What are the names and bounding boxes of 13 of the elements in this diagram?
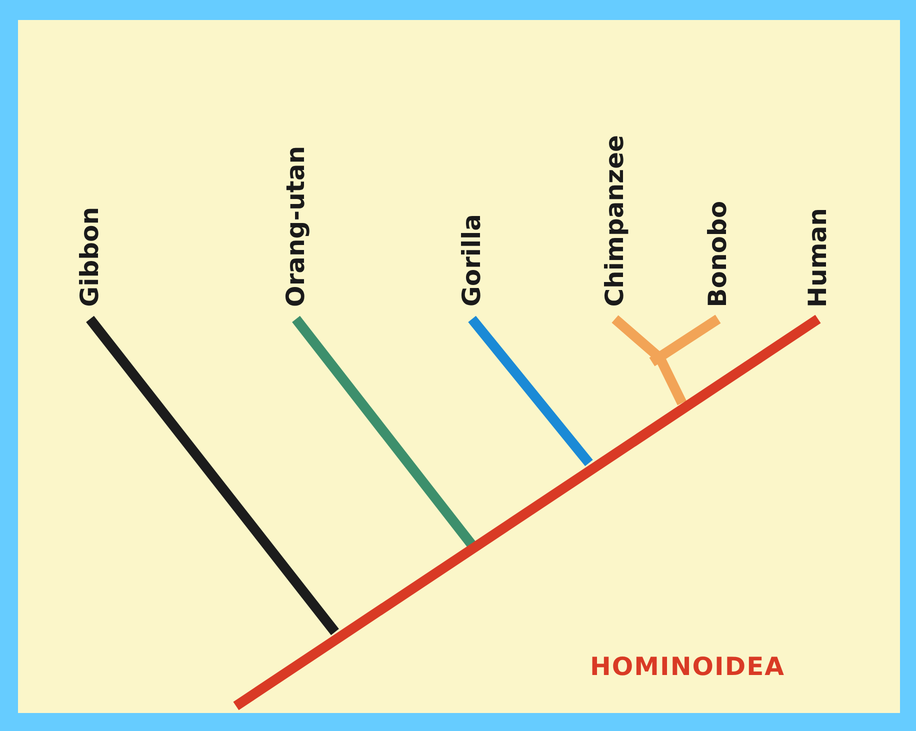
taxon-label: Gorilla [458,214,486,307]
taxon-label: Orang-utan [282,146,310,307]
taxon-label: Human [804,208,832,308]
branch-line [468,316,593,466]
branch-line [292,316,476,548]
taxon-label: Gibbon [76,207,104,307]
branch-line [612,315,686,406]
branch-line [86,316,339,636]
clade-label: HOMINOIDEA [590,652,786,681]
branch-line [649,314,721,366]
taxon-label: Bonobo [704,201,732,308]
taxon-label: Chimpanzee [601,135,629,307]
branch-line [233,314,821,710]
